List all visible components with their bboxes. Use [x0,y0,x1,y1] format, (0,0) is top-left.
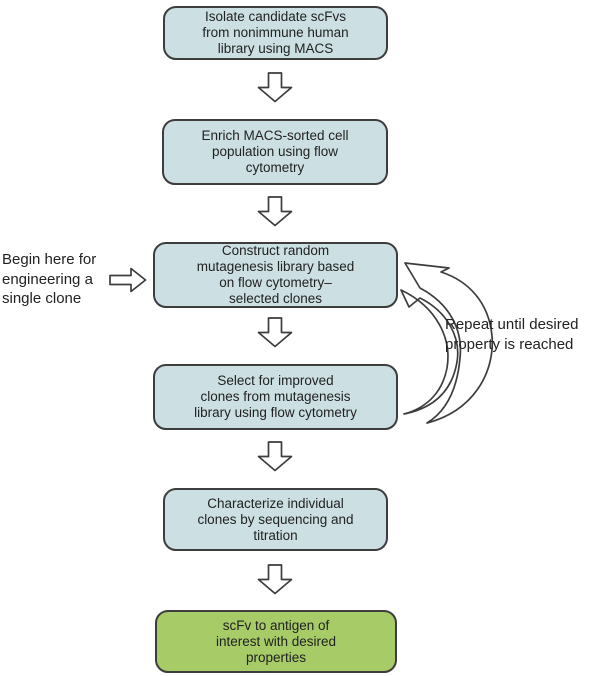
step-box-construct-mutagenesis-library: Construct random mutagenesis library bas… [153,242,398,308]
down-arrow-icon [257,564,293,595]
repeat-until-annotation: Repeat until desired property is reached [445,316,579,353]
step-box-label: Construct random mutagenesis library bas… [196,243,355,306]
begin-here-arrow-icon [109,267,147,293]
step-box-label: Enrich MACS-sorted cell population using… [201,128,349,175]
step-box-characterize-clones: Characterize individual clones by sequen… [163,488,388,551]
step-box-isolate-scfvs: Isolate candidate scFvs from nonimmune h… [163,6,388,60]
begin-here-annotation: Begin here for engineering a single clon… [2,251,97,307]
down-arrow-icon [257,317,293,348]
down-arrow-icon [257,196,293,227]
step-box-label: Select for improved clones from mutagene… [194,373,357,420]
step-box-label: Characterize individual clones by sequen… [197,495,354,543]
step-box-label: scFv to antigen of interest with desired… [215,617,337,665]
step-box-label: Isolate candidate scFvs from nonimmune h… [202,9,349,56]
down-arrow-icon [257,441,293,472]
step-box-final-scfv-result: scFv to antigen of interest with desired… [155,610,397,673]
step-box-select-improved-clones: Select for improved clones from mutagene… [153,364,398,430]
step-box-enrich-macs: Enrich MACS-sorted cell population using… [162,119,388,185]
down-arrow-icon [257,72,293,103]
